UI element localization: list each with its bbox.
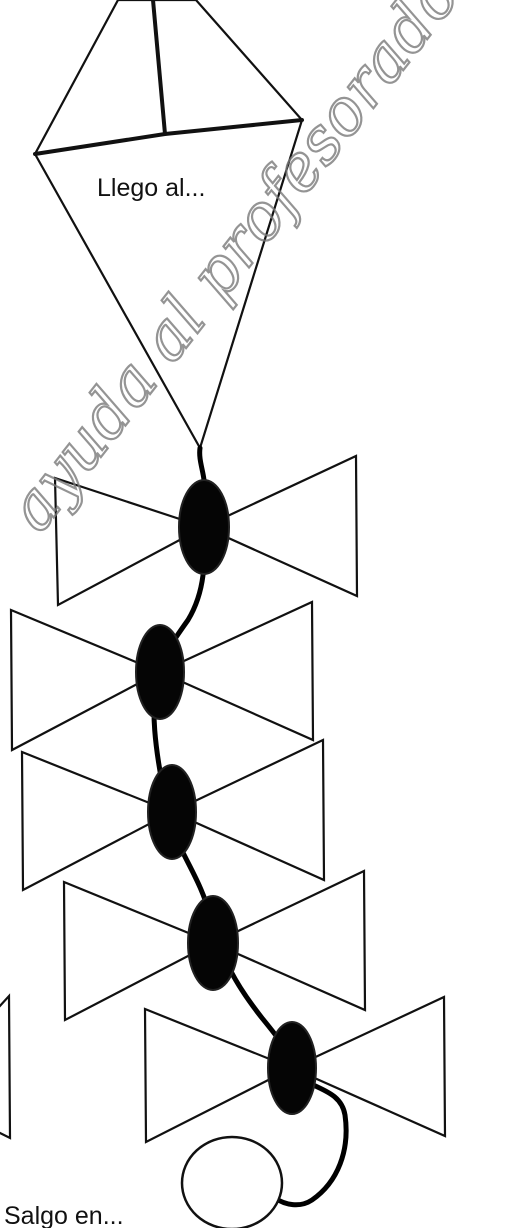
bow-knot-2: [136, 625, 184, 719]
bow-knot-4: [188, 896, 238, 990]
tail-bow-4: [64, 871, 365, 1020]
bow-knot-1: [179, 480, 229, 574]
bow-knot-5: [268, 1022, 316, 1114]
tail-bow-3: [22, 740, 324, 890]
start-spool: [182, 1137, 282, 1228]
tail-bow-partial: [0, 996, 10, 1138]
goal-label: Llego al...: [97, 174, 205, 202]
tail-bow-5: [145, 997, 445, 1142]
tail-bow-2: [11, 602, 313, 750]
start-label: Salgo en...: [4, 1202, 124, 1228]
tail-bows: [0, 456, 445, 1142]
bow-knot-3: [148, 765, 196, 859]
